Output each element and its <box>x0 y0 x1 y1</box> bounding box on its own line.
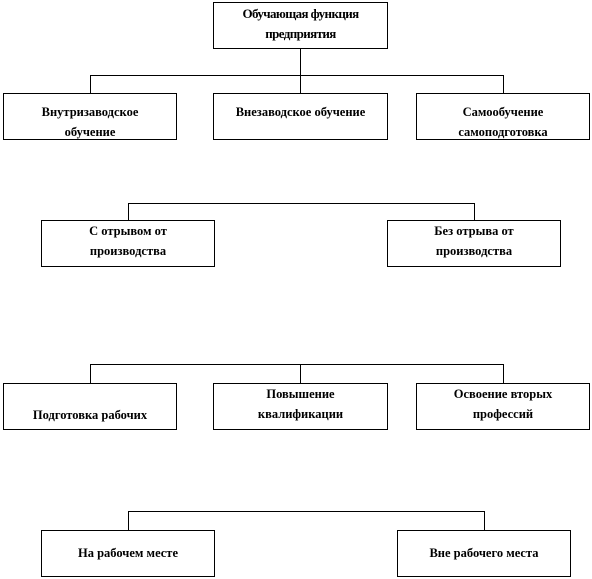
node-self-study-label: Самообучение самоподготовка <box>458 105 548 139</box>
node-second-professions-label: Освоение вторых профессий (переподготовк… <box>453 387 553 429</box>
node-worker-training: Подготовка рабочих <box>3 383 177 430</box>
node-off-the-job-label: С отрывом от производства <box>89 224 167 258</box>
node-off-the-job: С отрывом от производства <box>41 220 215 267</box>
root-node: Обучающая функция предприятия <box>213 2 388 49</box>
root-node-label: Обучающая функция предприятия <box>242 6 359 41</box>
node-second-professions: Освоение вторых профессий (переподготовк… <box>416 383 590 430</box>
node-in-house-training: Внутризаводское обучение <box>3 93 177 140</box>
node-qualification-upgrade: Повышение квалификации <box>213 383 388 430</box>
node-at-workplace-label: На рабочем месте <box>78 546 178 560</box>
node-self-study: Самообучение самоподготовка <box>416 93 590 140</box>
node-external-training: Внезаводское обучение <box>213 93 388 140</box>
node-external-training-label: Внезаводское обучение <box>235 105 366 119</box>
node-qualification-upgrade-label: Повышение квалификации <box>257 387 344 421</box>
node-in-house-training-label: Внутризаводское обучение <box>41 105 139 139</box>
node-on-the-job-label: Без отрыва от производства <box>434 224 514 258</box>
node-worker-training-label: Подготовка рабочих <box>32 408 148 422</box>
node-outside-workplace-label: Вне рабочего места <box>429 546 539 560</box>
node-at-workplace: На рабочем месте <box>41 530 215 577</box>
node-outside-workplace: Вне рабочего места <box>397 530 571 577</box>
node-on-the-job: Без отрыва от производства <box>387 220 561 267</box>
